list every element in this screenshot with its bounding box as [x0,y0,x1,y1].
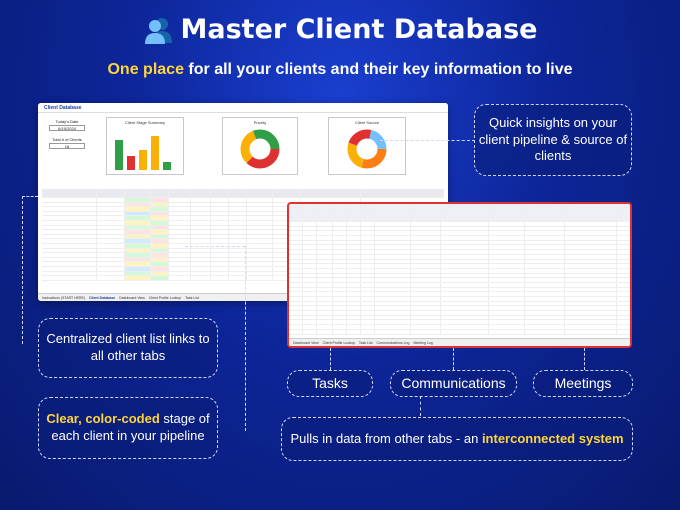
connector-line [420,396,421,416]
priority-chart-title: Priority [253,120,267,125]
connector-line [22,196,38,197]
connector-line [584,348,585,370]
kpi-today-label: Today's Date [55,119,79,124]
logs-header-row [289,204,630,222]
logs-row[interactable] [289,297,630,302]
logs-row[interactable] [289,320,630,326]
callout-tasks: Tasks [287,370,373,397]
sheet-tab[interactable]: Instructions (START HERE) [42,295,85,300]
logs-row[interactable] [289,236,630,241]
logs-row[interactable] [289,273,630,279]
callout-client-list-text: Centralized client list links to all oth… [46,331,210,363]
logs-row[interactable] [289,315,630,321]
bar-mark [151,136,159,170]
logs-row[interactable] [289,287,630,293]
callout-interconnected-rest: Pulls in data from other tabs - an [290,430,482,446]
logs-row[interactable] [289,306,630,312]
logs-row[interactable] [289,254,630,260]
kpi-today-value: 6/19/2024 [49,125,85,131]
stage-chart-title: Client Stage Summary [124,120,165,125]
sheet-tab[interactable]: Client Profile Lookup [148,295,182,300]
logs-row[interactable] [289,301,630,307]
bar-mark [115,140,123,170]
overlay-tab[interactable]: Communications Log [376,340,410,345]
bar-mark [139,150,147,170]
connector-line [245,246,246,431]
logs-row[interactable] [289,264,630,269]
callout-stage: Clear, color-coded stage of each client … [38,397,218,459]
subtitle-highlight: One place [107,61,184,78]
logs-row[interactable] [289,325,630,330]
callout-communications-text: Communications [401,375,506,392]
table-row[interactable] [42,276,444,281]
source-chart-panel: Client Source [328,117,406,175]
logs-row[interactable] [289,311,630,316]
kpi-total-label: Total # of Clients [52,137,82,142]
overlay-tab[interactable]: Meeting Log [413,340,433,345]
logs-row[interactable] [289,222,630,227]
stage-chart-panel: Client Stage Summary [106,117,184,175]
logs-row[interactable] [289,268,630,274]
callout-tasks-text: Tasks [312,375,348,392]
connector-line [453,348,454,370]
callout-client-list: Centralized client list links to all oth… [38,318,218,378]
kpi-total-value: 18 [49,143,85,149]
connector-line [22,196,23,344]
dashboard-area: Today's Date 6/19/2024 Total # of Client… [42,117,444,179]
callout-stage-text: Clear, color-coded stage of each client … [39,411,217,445]
callout-communications: Communications [390,370,517,397]
logs-row[interactable] [289,329,630,335]
connector-line [330,348,331,370]
sheet-title-bar: Client Database [38,103,448,113]
logs-row[interactable] [289,231,630,237]
logs-row[interactable] [289,250,630,255]
sheet-tab[interactable]: Dashboard View [119,295,145,300]
callout-interconnected-text: Pulls in data from other tabs - an inter… [290,431,623,448]
subtitle: One place for all your clients and their… [0,61,680,79]
client-table [42,189,444,281]
sheet-tabs: Instructions (START HERE)Client Database… [38,293,448,301]
logs-table [289,204,630,335]
sheet-tab[interactable]: Task List [185,295,199,300]
sheet-title: Client Database [44,104,82,111]
logs-row[interactable] [289,240,630,246]
subtitle-rest: for all your clients and their key infor… [183,61,573,78]
callout-interconnected: Pulls in data from other tabs - an inter… [281,417,633,461]
table-header-row [42,189,444,198]
callout-meetings-text: Meetings [554,375,612,392]
callout-insights: Quick insights on your client pipeline &… [474,104,632,176]
logs-row[interactable] [289,226,630,232]
overlay-tab[interactable]: Dashboard View [293,340,319,345]
connector-line [185,246,245,247]
source-donut [347,129,387,169]
sheet-tab[interactable]: Client Database [88,295,116,300]
users-icon [143,15,173,45]
logs-row[interactable] [289,282,630,288]
title-text: Master Client Database [180,14,538,45]
bar-mark [127,156,135,170]
kpi-panel: Today's Date 6/19/2024 Total # of Client… [42,117,92,173]
logs-row[interactable] [289,245,630,251]
priority-chart-panel: Priority [222,117,298,175]
stage-bar-chart [115,134,171,170]
callout-meetings: Meetings [533,370,633,397]
logs-row[interactable] [289,278,630,283]
callout-insights-text: Quick insights on your client pipeline &… [478,114,628,164]
page-title: Master Client Database [0,14,680,45]
connector-line [380,140,475,141]
source-chart-title: Client Source [354,120,379,125]
logs-row[interactable] [289,292,630,297]
logs-row[interactable] [289,259,630,265]
overlay-tab[interactable]: Task List [358,340,373,345]
callout-interconnected-highlight: interconnected system [481,430,624,446]
priority-donut [240,129,280,169]
callout-stage-rest: stage of each client in your pipeline [51,411,210,443]
overlay-tab[interactable]: Client Profile Lookup [322,340,355,345]
callout-stage-highlight: Clear, color-coded [46,411,160,427]
bar-mark [163,162,171,170]
table-row[interactable] [42,198,444,203]
